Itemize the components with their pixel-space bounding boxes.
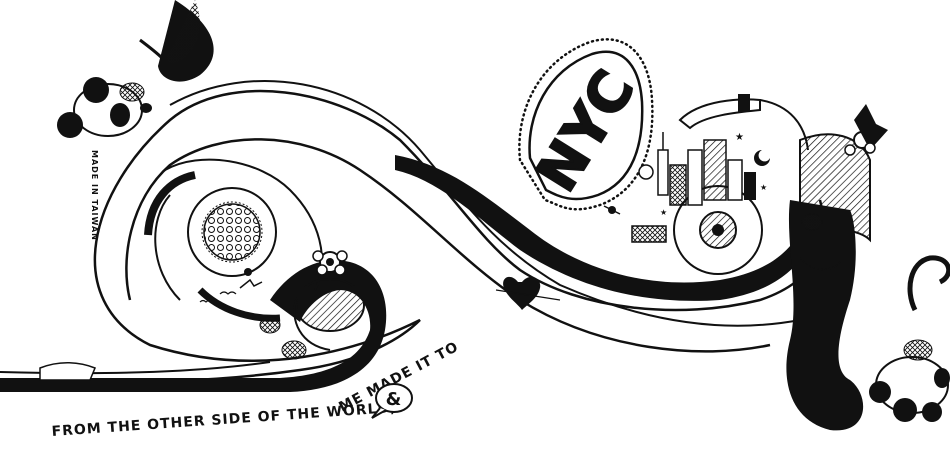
panda-bottom-right	[869, 255, 950, 422]
girl-figure-center	[259, 250, 365, 360]
heart-icon	[495, 276, 561, 310]
reaching-arm	[678, 94, 809, 151]
svg-text:★: ★	[760, 183, 767, 192]
birds	[199, 268, 263, 303]
signature-text: MADE IN TAIWAN	[90, 150, 99, 241]
city-skyline: ★ ★ ★	[603, 132, 770, 275]
panda-top-left	[57, 77, 152, 138]
girl-figure-right	[786, 104, 888, 431]
bubble-text: &	[386, 389, 403, 410]
nyc-logo: NYC	[518, 38, 654, 211]
top-left-tail	[139, 0, 214, 82]
svg-text:★: ★	[735, 132, 744, 143]
svg-text:★: ★	[660, 208, 667, 217]
sun	[187, 187, 277, 277]
small-road-detail	[39, 362, 96, 381]
ampersand-bubble: &	[371, 383, 413, 419]
